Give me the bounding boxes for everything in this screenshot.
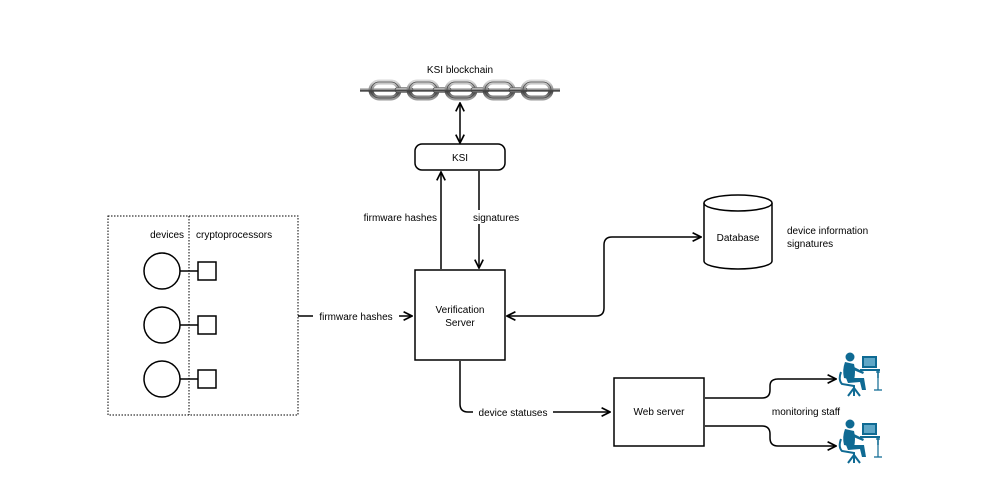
- web-server-label: Web server: [634, 407, 686, 418]
- chain-bar: [360, 88, 560, 92]
- cryptoprocessor-square[interactable]: [197, 261, 217, 281]
- database-label: Database: [717, 233, 760, 244]
- verification-server-label-line1: Verification: [436, 305, 485, 316]
- chain-link-outline: [522, 81, 552, 99]
- web-to-staff-2-arrow: [705, 425, 836, 446]
- device-circle[interactable]: [143, 360, 181, 398]
- database-node[interactable]: Database: [703, 194, 773, 270]
- label-bg: [473, 405, 553, 419]
- server-to-web-arrow: [459, 361, 610, 412]
- ksi-box[interactable]: [414, 143, 506, 171]
- cryptoprocessor-square[interactable]: [197, 369, 217, 389]
- blockchain-label: KSI blockchain: [427, 65, 493, 76]
- server-database-arrow: [507, 237, 701, 316]
- device-row: [143, 360, 217, 398]
- cryptoprocessor-square[interactable]: [197, 315, 217, 335]
- database-note-2: signatures: [787, 239, 833, 250]
- edge-label-device-statuses: device statuses: [479, 408, 548, 419]
- device-row: [143, 306, 217, 344]
- database-cylinder-top: [703, 194, 773, 212]
- staff-person-icon: [838, 352, 882, 397]
- edge-label-firmware-hashes-up: firmware hashes: [364, 213, 437, 224]
- label-bg: [382, 210, 438, 224]
- web-server-box[interactable]: [613, 377, 705, 447]
- ksi-node[interactable]: KSI: [414, 143, 506, 171]
- database-note-1: device information: [787, 226, 868, 237]
- web-to-staff-1-arrow: [705, 379, 836, 399]
- label-bg: [473, 210, 525, 224]
- devices-group: devices cryptoprocessors: [107, 215, 299, 416]
- device-circle[interactable]: [143, 306, 181, 344]
- staff-person-icon: [838, 419, 882, 464]
- web-server-node[interactable]: Web server: [613, 377, 705, 447]
- chain-icon: [360, 79, 560, 101]
- ksi-label: KSI: [452, 153, 468, 164]
- devices-label: devices: [150, 230, 184, 241]
- device-circle[interactable]: [143, 252, 181, 290]
- edge-label-signatures: signatures: [473, 213, 519, 224]
- label-bg: [313, 309, 399, 323]
- database-cylinder-body[interactable]: [703, 203, 773, 270]
- cryptoprocessors-label: cryptoprocessors: [196, 230, 272, 241]
- edge-label-firmware-hashes: firmware hashes: [319, 312, 392, 323]
- device-row: [143, 252, 217, 290]
- verification-server-node[interactable]: Verification Server: [414, 269, 506, 361]
- verification-server-label-line2: Server: [445, 318, 475, 329]
- verification-server-box[interactable]: [414, 269, 506, 361]
- monitoring-staff-label: monitoring staff: [772, 407, 840, 418]
